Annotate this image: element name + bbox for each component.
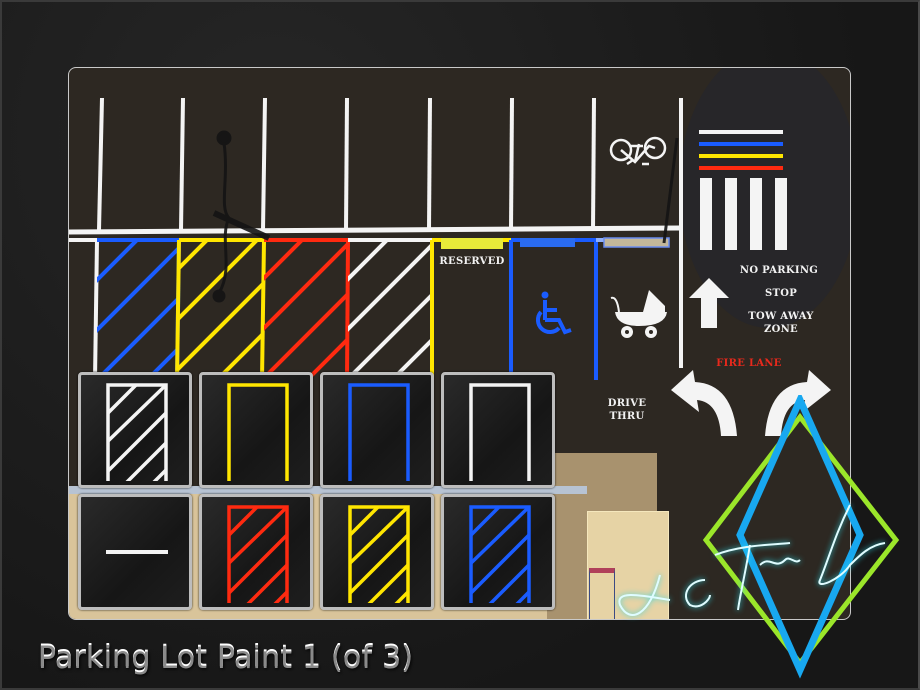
parking-space-outline-icon: [227, 383, 289, 481]
bicycle-icon: [609, 136, 667, 166]
stop-stencil: STOP: [764, 288, 798, 299]
drive-thru-line1: DRIVE: [607, 398, 647, 409]
swatch-hatched-yellow[interactable]: [320, 494, 434, 610]
swatch-line-white[interactable]: [78, 494, 192, 610]
no-parking-stencil: NO PARKING: [739, 265, 819, 276]
swatch-space-white[interactable]: [441, 372, 555, 488]
paint-swatch-grid: [78, 372, 555, 610]
wheelchair-icon: [535, 291, 572, 335]
tow-away-line2: ZONE: [764, 323, 798, 335]
up-arrow-icon: [689, 278, 729, 328]
drive-thru-line2: THRU: [609, 410, 645, 422]
plumbob-logo: [618, 395, 900, 679]
tow-away-stencil: TOW AWAY ZONE: [739, 311, 823, 336]
swatch-hatched-white[interactable]: [78, 372, 192, 488]
drive-thru-stencil: DRIVE THRU: [603, 398, 651, 423]
hatched-space-icon: [469, 505, 531, 603]
swatch-hatched-red[interactable]: [199, 494, 313, 610]
swatch-hatched-blue[interactable]: [441, 494, 555, 610]
signature-script-icon: [618, 504, 886, 616]
cream-surface: [587, 511, 669, 619]
turn-arrows: [671, 370, 831, 436]
hatched-space-icon: [348, 505, 410, 603]
hatched-space-icon: [106, 383, 168, 481]
tow-away-line1: TOW AWAY: [748, 311, 814, 322]
parking-space-outline-icon: [469, 383, 531, 481]
fire-lane-stencil: FIRE LANE: [716, 358, 782, 369]
blue-diamond-icon: [736, 395, 864, 679]
swatch-space-blue[interactable]: [320, 372, 434, 488]
line-icon: [106, 550, 168, 554]
curb: [69, 486, 587, 494]
right-turn-arrow-icon: [765, 370, 831, 436]
lot-paint-layer: [69, 68, 850, 381]
page-title: Parking Lot Paint 1 (of 3): [38, 640, 414, 675]
reserved-stencil: RESERVED: [439, 256, 505, 267]
flag-post: [589, 568, 615, 619]
hatched-space-icon: [227, 505, 289, 603]
stroller-icon: [610, 290, 667, 338]
green-diamond-icon: [702, 412, 900, 668]
parking-space-outline-icon: [348, 383, 410, 481]
left-turn-arrow-icon: [671, 370, 737, 436]
swatch-space-yellow[interactable]: [199, 372, 313, 488]
